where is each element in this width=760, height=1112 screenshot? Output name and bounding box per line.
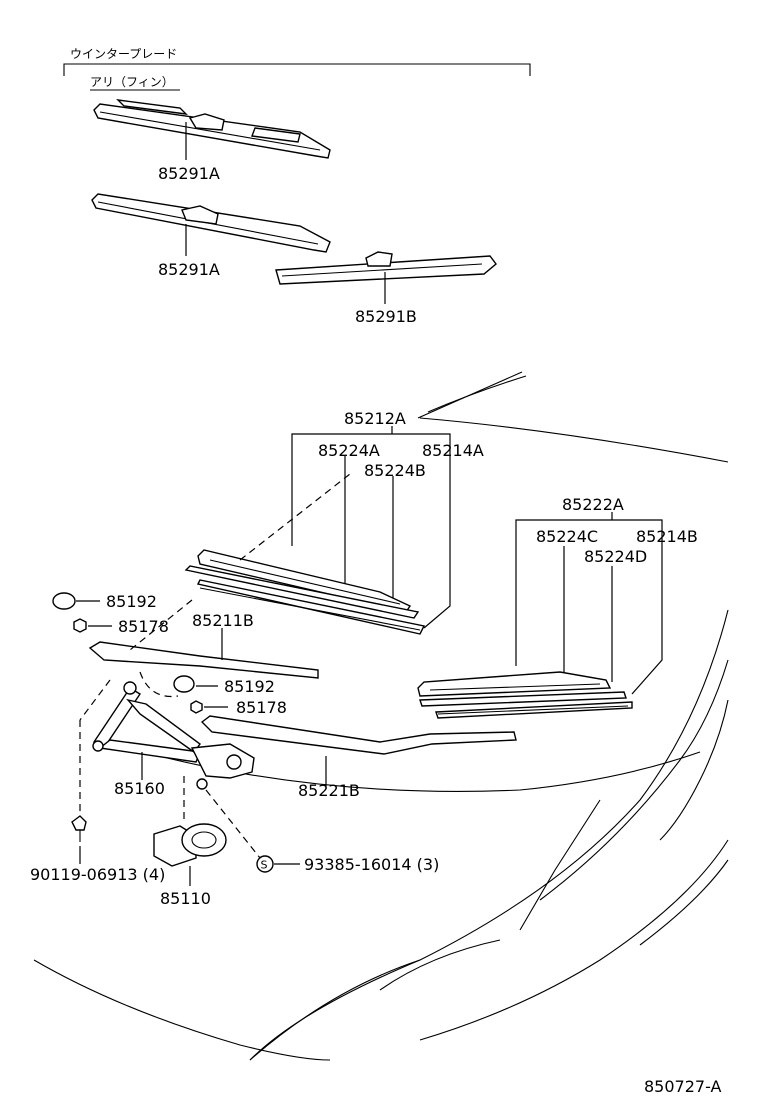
blade-85291a-upper [93,99,331,160]
label-85110: 85110 [160,889,211,908]
label-85291a-1: 85291A [158,164,220,183]
cap-85192-lower [173,675,218,693]
label-85192-1: 85192 [106,592,157,611]
label-85160: 85160 [114,779,165,798]
text-labels: ウインタープレード アリ（フィン） 85291A 85291A 85291B 8… [30,47,722,1096]
nut-85178-lower [190,700,228,714]
wiper-motor-85110 [153,823,227,886]
diagram-id: 850727-A [644,1077,722,1096]
cap-85192-upper [52,592,100,610]
blade-assembly-85222a [417,512,663,719]
pivot-bracket [190,743,261,859]
label-85291a-2: 85291A [158,260,220,279]
label-85222a: 85222A [562,495,624,514]
label-93385: 93385-16014 (3) [304,855,439,874]
label-85291b: 85291B [355,307,417,326]
label-85214b: 85214B [636,527,698,546]
screw-marker-letter: S [261,859,268,872]
label-85221b: 85221B [298,781,360,800]
group-bracket [63,63,531,91]
label-85212a: 85212A [344,409,406,428]
blade-85291b [275,251,497,304]
label-85224c: 85224C [536,527,598,546]
wiper-arm-85221b [200,715,517,786]
nut-85178-upper [73,618,112,633]
label-85224d: 85224D [584,547,647,566]
label-90119: 90119-06913 (4) [30,865,165,884]
group-title: ウインタープレード [70,47,177,61]
label-85224a: 85224A [318,441,380,460]
blade-assembly-85212a [184,426,451,635]
screw-marker-93385 [256,855,300,873]
label-85214a: 85214A [422,441,484,460]
label-85192-2: 85192 [224,677,275,696]
label-85224b: 85224B [364,461,426,480]
blade-85291a-lower [91,193,331,256]
subgroup-title: アリ（フィン） [90,75,174,89]
label-85178-2: 85178 [236,698,287,717]
wiper-arm-85211b [88,599,319,698]
wiper-link-85160 [79,679,201,820]
bolt-90119 [71,815,87,864]
label-85211b: 85211B [192,611,254,630]
label-85178-1: 85178 [118,617,169,636]
